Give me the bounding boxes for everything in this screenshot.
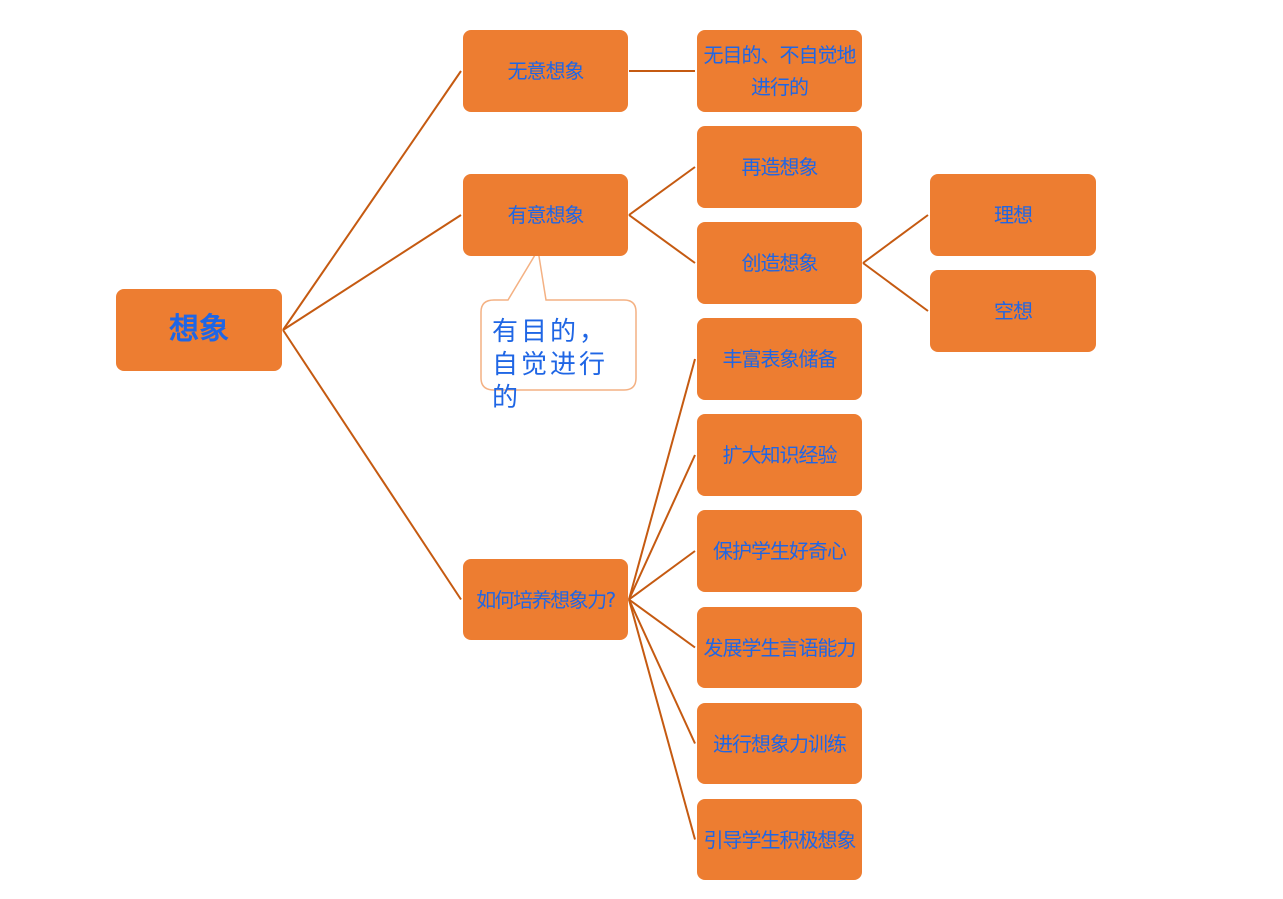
root-node-imagination[interactable]: 想象 [116, 289, 282, 371]
connector-line [628, 599, 696, 840]
node-intentional-imagination[interactable]: 有意想象 [463, 174, 628, 256]
connector-line [282, 214, 462, 331]
connector-line [628, 214, 696, 264]
connector-line [628, 599, 696, 744]
node-guide-positive-imagination[interactable]: 引导学生积极想象 [697, 799, 862, 880]
connector-line [628, 550, 696, 601]
connector-line [628, 598, 696, 649]
connector-line [628, 454, 696, 600]
connector-line [282, 329, 462, 601]
connector-line [862, 214, 929, 264]
node-unintentional-description[interactable]: 无目的、不自觉地进行的 [697, 30, 862, 112]
connector-line [282, 70, 462, 331]
node-imagination-training[interactable]: 进行想象力训练 [697, 703, 862, 784]
node-creative-imagination[interactable]: 创造想象 [697, 222, 862, 304]
node-unintentional-imagination[interactable]: 无意想象 [463, 30, 628, 112]
node-expand-knowledge-experience[interactable]: 扩大知识经验 [697, 414, 862, 496]
callout-text: 有目的，自觉进行的 [492, 317, 609, 413]
node-protect-curiosity[interactable]: 保护学生好奇心 [697, 510, 862, 592]
node-ideal[interactable]: 理想 [930, 174, 1096, 256]
connector-line [862, 262, 929, 312]
node-develop-language-ability[interactable]: 发展学生言语能力 [697, 607, 862, 688]
node-fantasy[interactable]: 空想 [930, 270, 1096, 352]
node-how-to-cultivate-imagination[interactable]: 如何培养想象力? [463, 559, 628, 640]
connector-line [628, 166, 696, 216]
node-reproductive-imagination[interactable]: 再造想象 [697, 126, 862, 208]
connector-line [628, 358, 696, 600]
node-enrich-image-reserve[interactable]: 丰富表象储备 [697, 318, 862, 400]
